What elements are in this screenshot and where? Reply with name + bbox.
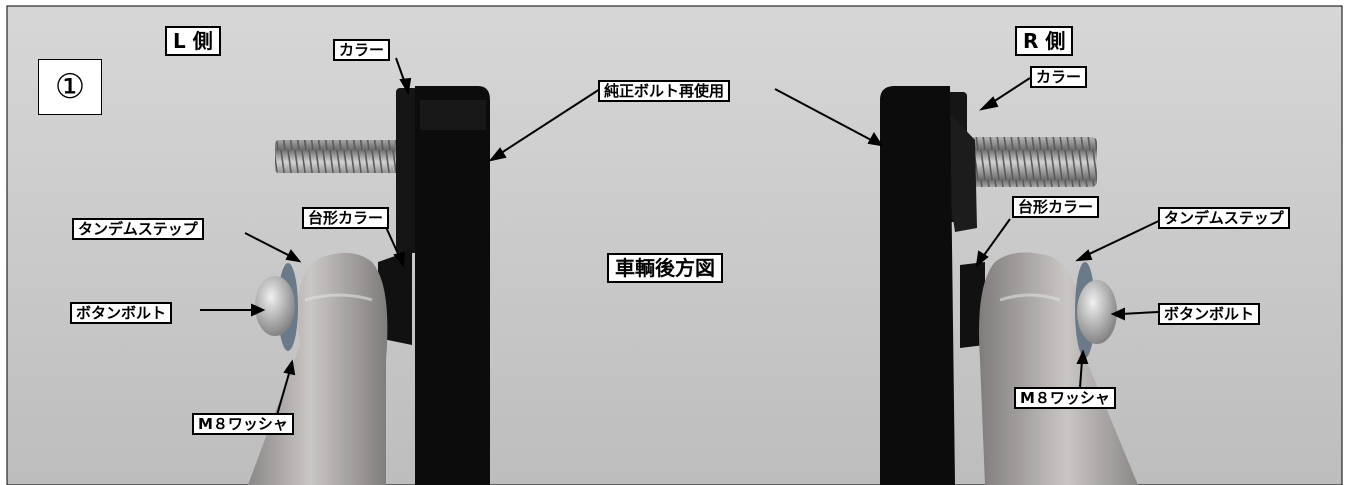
tandem-step-label-right: タンデムステップ <box>1158 207 1290 229</box>
collar-label-right: カラー <box>1030 66 1088 88</box>
right-bolt-thread <box>965 137 1097 187</box>
right-button-bolt <box>1077 280 1117 344</box>
left-button-bolt <box>255 276 295 336</box>
trapezoid-collar-label-right: 台形カラー <box>1012 196 1100 218</box>
right-step <box>979 252 1138 485</box>
button-bolt-label-left: ボタンボルト <box>70 302 173 324</box>
right-trapezoid-collar <box>960 262 985 348</box>
right-assembly <box>880 86 1138 485</box>
left-bracket <box>415 86 490 485</box>
left-bolt-thread <box>275 140 410 173</box>
left-side-label: L 側 <box>165 26 221 56</box>
washer-label-left: M８ワッシャ <box>192 413 294 435</box>
tandem-step-label-left: タンデムステップ <box>72 218 204 240</box>
washer-label-right: M８ワッシャ <box>1014 387 1116 409</box>
collar-label-left: カラー <box>333 39 391 61</box>
right-side-label: R 側 <box>1015 26 1074 56</box>
leader-arrows <box>200 57 1166 416</box>
view-title: 車輌後方図 <box>607 253 723 283</box>
step-number-box: ① <box>38 59 102 115</box>
reuse-bolt-label: 純正ボルト再使用 <box>598 80 731 102</box>
left-collar <box>396 88 418 253</box>
button-bolt-label-right: ボタンボルト <box>1158 303 1261 325</box>
trapezoid-collar-label-left: 台形カラー <box>302 207 390 229</box>
right-bracket <box>880 86 955 485</box>
